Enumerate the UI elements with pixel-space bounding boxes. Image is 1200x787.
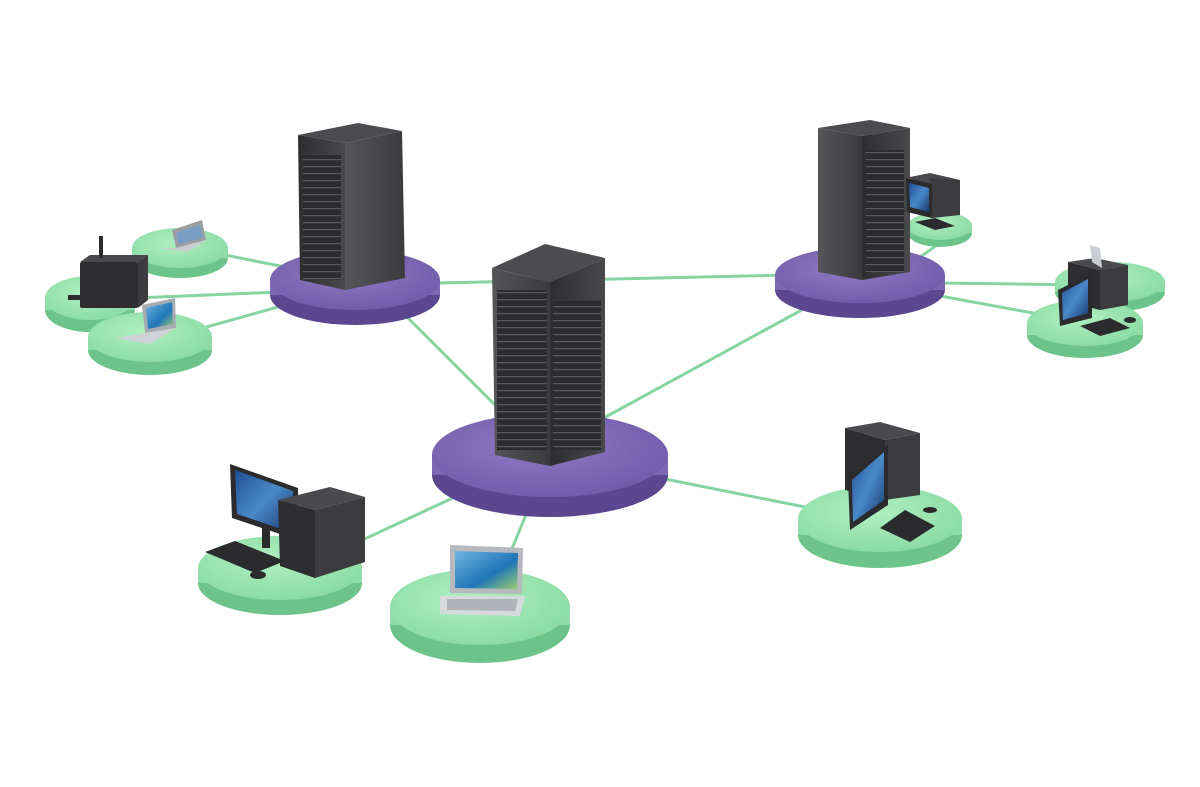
router-icon xyxy=(68,236,148,308)
desktop-computer-icon xyxy=(845,422,937,542)
server-platforms xyxy=(270,247,945,517)
desktop-computer-icon xyxy=(905,173,960,230)
tower-server-icon xyxy=(298,123,405,290)
link-left-router xyxy=(134,290,281,300)
desktop-computer-icon xyxy=(205,464,365,579)
platform-desktop-top-right xyxy=(908,212,972,247)
tower-server-icon xyxy=(492,244,605,466)
laptop-icon xyxy=(116,298,176,344)
tower-server-icon xyxy=(818,120,910,280)
link-center-desktop-br xyxy=(659,476,821,512)
platform-laptop-bottom xyxy=(390,569,570,663)
link-center-right xyxy=(599,298,821,422)
laptop-icon xyxy=(440,545,525,616)
platform-server-right xyxy=(775,247,945,318)
desktop-computer-icon xyxy=(1058,273,1136,336)
laptop-icon xyxy=(158,220,206,252)
